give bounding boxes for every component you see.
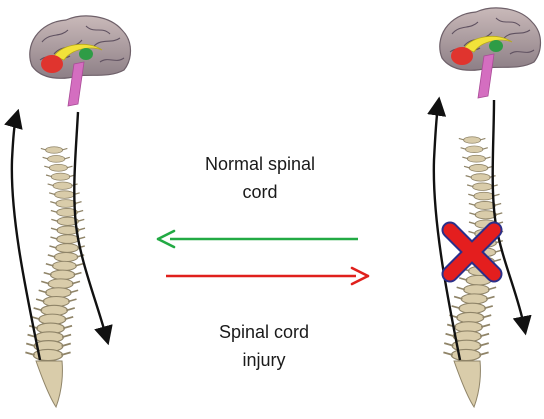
vertebra — [41, 147, 68, 154]
brain-icon — [440, 8, 541, 98]
vertebra — [46, 261, 83, 270]
right-figure — [434, 8, 541, 407]
normal-signal-arrow — [158, 231, 358, 247]
label-injury-line-2: injury — [164, 346, 364, 374]
vertebra — [39, 288, 78, 298]
vertebra — [468, 192, 499, 200]
vertebra — [454, 294, 494, 304]
vertebra — [469, 211, 502, 219]
vertebra — [44, 164, 72, 171]
descending-pathway-left — [74, 112, 106, 336]
vertebra — [51, 226, 85, 234]
spine-icon — [25, 147, 85, 407]
ascending-pathway-left — [12, 118, 40, 360]
brain-icon — [30, 16, 131, 106]
vertebra — [43, 156, 70, 163]
vertebra — [48, 253, 84, 262]
vertebra — [462, 155, 490, 162]
label-normal-line-2: cord — [160, 178, 360, 206]
vertebra — [50, 200, 81, 208]
injury-signal-arrow — [166, 268, 368, 284]
descending-pathway-right — [493, 100, 524, 326]
sacrum — [36, 361, 62, 407]
vertebra — [46, 173, 75, 180]
vertebra — [469, 201, 501, 209]
vertebra — [25, 349, 70, 360]
vertebra — [457, 285, 496, 295]
vertebra — [464, 164, 493, 171]
vertebra — [443, 349, 488, 360]
vertebra — [51, 208, 83, 216]
vertebra — [459, 137, 486, 144]
vertebra — [51, 217, 84, 225]
sacrum — [454, 361, 480, 407]
vertebra — [466, 174, 496, 181]
vertebra — [48, 182, 78, 189]
label-injury-line-1: Spinal cord — [164, 318, 364, 346]
vertebra — [452, 303, 493, 313]
vertebra — [41, 279, 80, 289]
vertebra — [461, 146, 488, 153]
left-figure — [12, 16, 131, 407]
label-spinal-cord-injury: Spinal cord injury — [164, 318, 364, 374]
vertebra — [44, 270, 82, 279]
label-normal-line-1: Normal spinal — [160, 150, 360, 178]
label-normal-spinal-cord: Normal spinal cord — [160, 150, 360, 206]
